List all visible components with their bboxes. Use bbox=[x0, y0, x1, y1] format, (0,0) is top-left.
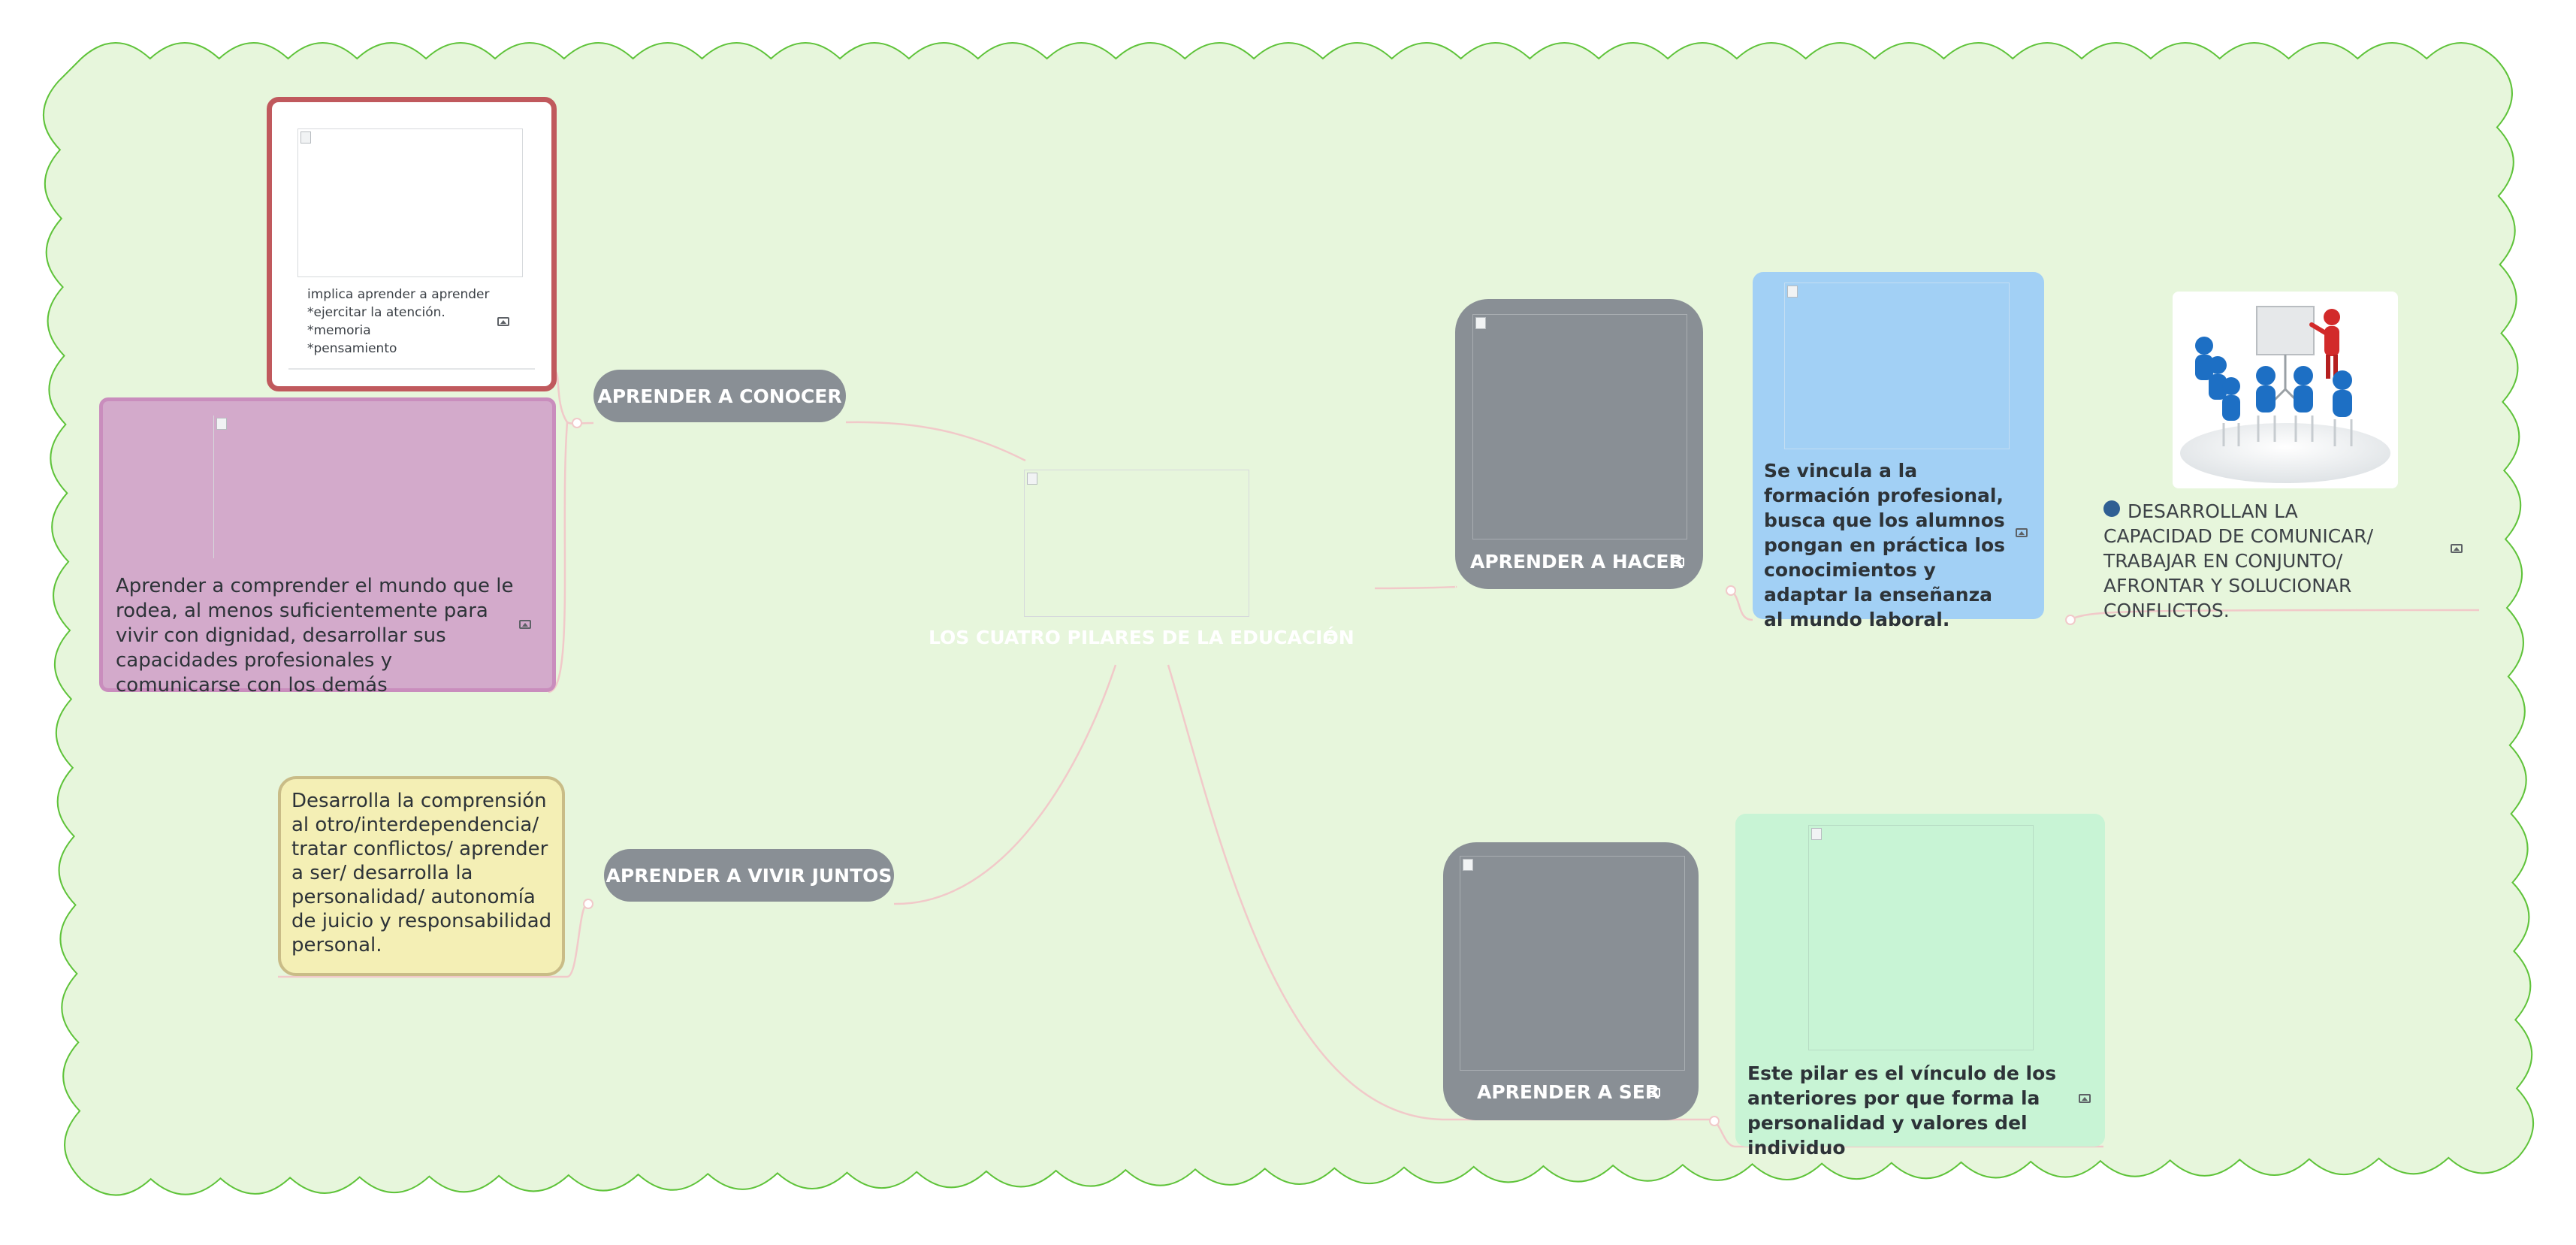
hacer-label: APRENDER A HACER bbox=[1470, 551, 1684, 573]
connector-center-vivir bbox=[893, 664, 1117, 905]
image-icon bbox=[2016, 528, 2028, 537]
connector-center-ser bbox=[1167, 664, 1713, 1121]
green-note-image[interactable] bbox=[1808, 825, 2034, 1050]
yellow-note-text: Desarrolla la comprensión al otro/interd… bbox=[291, 790, 552, 956]
image-icon bbox=[519, 620, 531, 629]
purple-note-card[interactable] bbox=[99, 397, 556, 692]
green-note-card[interactable] bbox=[1735, 814, 2105, 1147]
branch-aprender-a-hacer[interactable] bbox=[1455, 299, 1703, 589]
blue-note-card[interactable] bbox=[1753, 272, 2044, 619]
presentation-image[interactable] bbox=[2173, 292, 2398, 488]
white-note-text: implica aprender a aprender *ejercitar l… bbox=[307, 287, 490, 356]
center-title[interactable]: LOS CUATRO PILARES DE LA EDUCACIÓN bbox=[929, 627, 1354, 648]
center-image[interactable] bbox=[1024, 470, 1249, 617]
purple-note-image[interactable] bbox=[213, 416, 227, 558]
yellow-note-card[interactable] bbox=[278, 776, 565, 976]
purple-note-text: Aprender a comprender el mundo que le ro… bbox=[116, 575, 514, 697]
branch-aprender-a-conocer[interactable]: APRENDER A CONOCER bbox=[593, 370, 846, 422]
bullet-dot bbox=[2103, 500, 2120, 517]
connector-blue-right bbox=[2069, 609, 2480, 621]
blue-note-image[interactable] bbox=[1784, 283, 2010, 449]
white-note-divider bbox=[288, 368, 535, 370]
ser-image[interactable] bbox=[1460, 856, 1685, 1071]
presentation-illustration bbox=[2180, 306, 2390, 483]
connector-center-conocer bbox=[845, 421, 1026, 462]
connector-dots bbox=[572, 418, 2076, 1126]
image-icon bbox=[1324, 634, 1336, 643]
image-icon bbox=[2451, 544, 2463, 553]
branch-aprender-a-ser[interactable] bbox=[1443, 842, 1699, 1120]
ser-label: APRENDER A SER bbox=[1477, 1081, 1660, 1103]
image-icon bbox=[2079, 1094, 2091, 1103]
white-note-card[interactable] bbox=[267, 97, 557, 391]
hacer-image[interactable] bbox=[1472, 314, 1687, 539]
image-icon bbox=[497, 317, 509, 326]
branch-aprender-a-vivir-juntos[interactable]: APRENDER A VIVIR JUNTOS bbox=[604, 849, 894, 902]
connector-conocer-white bbox=[554, 371, 569, 423]
conocer-note-image[interactable] bbox=[297, 128, 523, 277]
connector-conocer-purple bbox=[548, 422, 569, 694]
blue-note-text: Se vincula a la formación profesional, b… bbox=[1764, 460, 2006, 630]
green-note-text: Este pilar es el vínculo de los anterior… bbox=[1747, 1062, 2057, 1159]
image-icon bbox=[1672, 558, 1684, 567]
image-icon bbox=[1648, 1088, 1660, 1097]
right-note-text: DESARROLLAN LA CAPACIDAD DE COMUNICAR/ T… bbox=[2103, 500, 2374, 621]
